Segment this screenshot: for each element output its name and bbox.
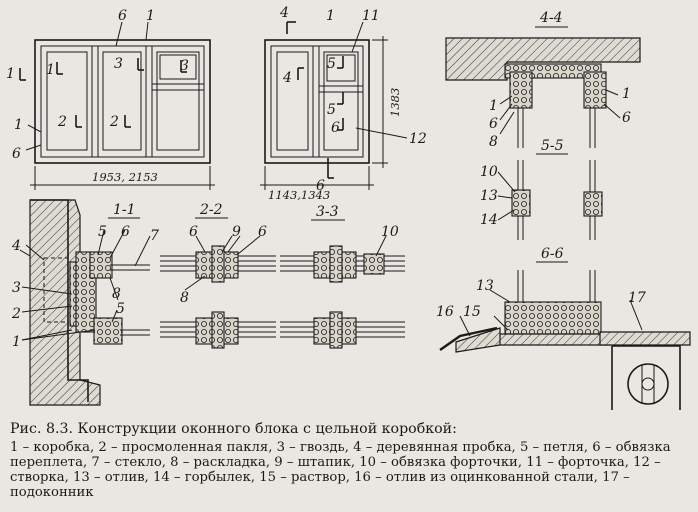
- label-4: 4: [282, 70, 292, 86]
- section-4-4: [445, 37, 641, 148]
- label-15: 15: [463, 304, 481, 320]
- label-1: 1: [12, 334, 21, 350]
- label-6: 6: [622, 110, 631, 126]
- label-6: 6: [489, 116, 498, 132]
- section-title-1-1: 1-1: [113, 202, 136, 218]
- label-3: 3: [12, 280, 21, 296]
- label-8: 8: [489, 134, 498, 150]
- figure-caption: Рис. 8.3. Конструкции оконного блока с ц…: [10, 421, 690, 501]
- label-7: 7: [150, 228, 159, 244]
- small-window-elevation: 1383 1143,1343: [260, 21, 408, 202]
- section-6-6: [439, 270, 691, 410]
- label-5: 5: [327, 102, 336, 118]
- label-6: 6: [118, 8, 127, 24]
- label-9: 9: [232, 224, 241, 240]
- label-3: 3: [114, 56, 123, 72]
- section-title-5-5: 5-5: [541, 138, 564, 154]
- section-5-5: [497, 160, 603, 240]
- label-5: 5: [327, 56, 336, 72]
- label-1: 1: [326, 8, 335, 24]
- small-window-width-dimension: 1143,1343: [268, 188, 330, 202]
- section-2-2: [160, 235, 276, 349]
- label-17: 17: [628, 290, 646, 306]
- section-1-1: [19, 199, 151, 406]
- caption-legend: 1 – коробка, 2 – просмоленная пакля, 3 –…: [10, 440, 671, 500]
- label-6: 6: [12, 146, 21, 162]
- label-1: 1: [146, 8, 155, 24]
- label-10: 10: [480, 164, 498, 180]
- label-6: 6: [121, 224, 130, 240]
- label-2: 2: [57, 114, 67, 130]
- label-13: 13: [480, 188, 498, 204]
- label-1: 1: [622, 86, 631, 102]
- label-14: 14: [480, 212, 498, 228]
- section-title-3-3: 3-3: [316, 204, 339, 220]
- window-block-drawing: 1953, 2153 6 1 1 1 3 3 2 2 1 6 1383 1143…: [6, 5, 691, 410]
- label-8: 8: [112, 286, 121, 302]
- label-6: 6: [331, 120, 340, 136]
- caption-title: Рис. 8.3. Конструкции оконного блока с ц…: [10, 421, 457, 437]
- label-13: 13: [476, 278, 494, 294]
- label-10: 10: [381, 224, 399, 240]
- window-width-dimension: 1953, 2153: [92, 170, 158, 184]
- label-16: 16: [436, 304, 454, 320]
- label-12: 12: [409, 131, 427, 147]
- section-title-2-2: 2-2: [199, 202, 223, 218]
- label-6: 6: [189, 224, 198, 240]
- label-5: 5: [98, 224, 107, 240]
- label-5: 5: [116, 301, 125, 317]
- label-4: 4: [279, 5, 289, 21]
- label-11: 11: [362, 8, 380, 24]
- label-2: 2: [109, 114, 119, 130]
- label-8: 8: [180, 290, 189, 306]
- section-3-3: [280, 235, 405, 349]
- label-2: 2: [11, 306, 21, 322]
- label-1: 1: [489, 98, 498, 114]
- label-1: 1: [14, 117, 23, 133]
- window-elevation: 1953, 2153: [19, 21, 215, 190]
- section-title-4-4: 4-4: [539, 10, 563, 26]
- label-6: 6: [258, 224, 267, 240]
- label-4: 4: [11, 238, 21, 254]
- label-1: 1: [6, 66, 15, 82]
- section-title-6-6: 6-6: [541, 246, 564, 262]
- label-3: 3: [180, 58, 189, 74]
- label-6: 6: [316, 178, 325, 194]
- label-1: 1: [46, 62, 55, 78]
- window-height-dimension: 1383: [388, 88, 402, 117]
